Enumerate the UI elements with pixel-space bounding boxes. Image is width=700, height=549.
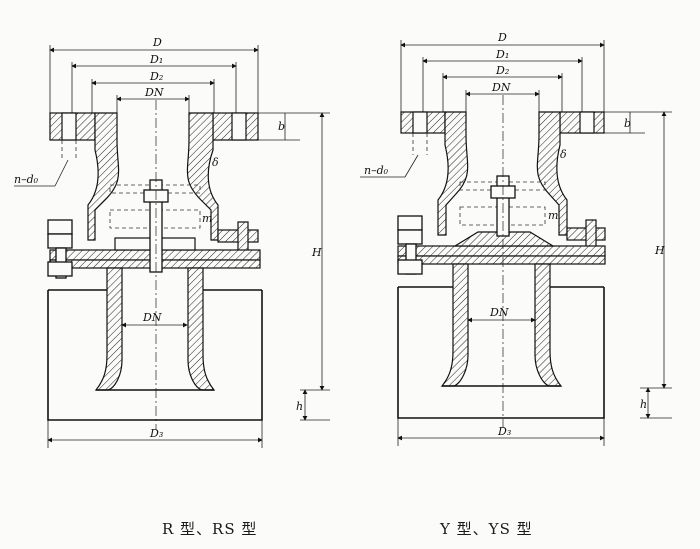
label-delta: δ bbox=[212, 156, 219, 169]
label-DN-bottom: DN bbox=[142, 311, 162, 324]
valve-body-right bbox=[397, 95, 606, 428]
label-D: D bbox=[497, 31, 507, 44]
dimension-lines-right bbox=[397, 40, 672, 446]
label-DN-bottom: DN bbox=[489, 306, 509, 319]
figure-right: D D₁ D₂ DN b n–d₀ δ m H DN h D₃ bbox=[360, 31, 672, 446]
label-h: h bbox=[640, 398, 647, 411]
label-D2: D₂ bbox=[495, 64, 509, 77]
top-flange-right bbox=[400, 111, 605, 155]
label-nd0: n–d₀ bbox=[364, 164, 389, 177]
caption-left: R 型、RS 型 bbox=[162, 520, 258, 538]
label-DN-top: DN bbox=[144, 86, 164, 99]
label-h: h bbox=[296, 400, 303, 413]
label-D3: D₃ bbox=[149, 427, 163, 440]
dimension-lines-left bbox=[47, 45, 330, 448]
valve-body-left bbox=[47, 100, 263, 430]
label-m: m bbox=[548, 209, 558, 222]
label-b: b bbox=[278, 120, 285, 133]
label-DN-top: DN bbox=[491, 81, 511, 94]
top-flange-left bbox=[49, 112, 259, 160]
label-b: b bbox=[624, 117, 631, 130]
label-D1: D₁ bbox=[149, 53, 163, 66]
label-D2: D₂ bbox=[149, 70, 163, 83]
label-delta: δ bbox=[560, 148, 567, 161]
label-H: H bbox=[311, 246, 322, 259]
label-m: m bbox=[202, 212, 212, 225]
figure-left: D D₁ D₂ DN b n–d₀ δ m H DN h D₃ bbox=[14, 36, 330, 448]
label-nd0: n–d₀ bbox=[14, 173, 39, 186]
label-D: D bbox=[152, 36, 162, 49]
caption-right: Y 型、YS 型 bbox=[440, 520, 533, 538]
label-D3: D₃ bbox=[497, 425, 511, 438]
label-D1: D₁ bbox=[495, 48, 509, 61]
label-H: H bbox=[654, 244, 665, 257]
